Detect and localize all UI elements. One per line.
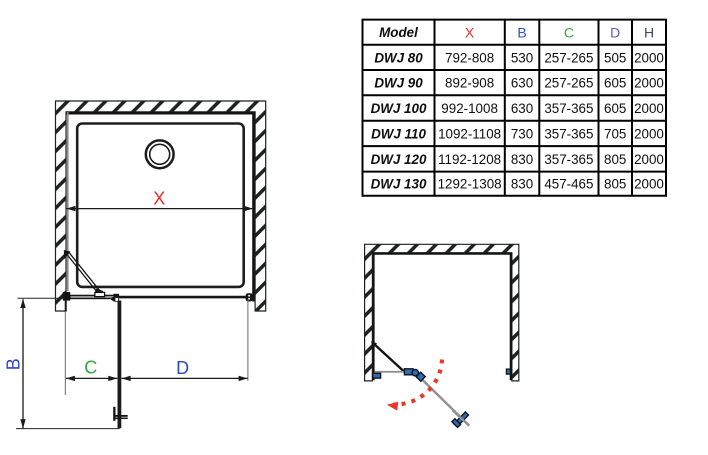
svg-text:805: 805	[604, 152, 626, 167]
svg-text:357-365: 357-365	[544, 152, 593, 167]
svg-text:D: D	[176, 358, 189, 378]
svg-text:DWJ 130: DWJ 130	[371, 177, 427, 192]
svg-text:830: 830	[511, 177, 533, 192]
svg-text:DWJ 100: DWJ 100	[371, 101, 427, 116]
svg-text:2000: 2000	[634, 76, 664, 91]
svg-text:630: 630	[511, 76, 533, 91]
svg-text:H: H	[644, 24, 654, 40]
svg-text:2000: 2000	[634, 50, 664, 65]
svg-text:B: B	[517, 24, 526, 40]
svg-text:830: 830	[511, 152, 533, 167]
svg-text:DWJ 90: DWJ 90	[374, 76, 423, 91]
svg-text:357-365: 357-365	[544, 126, 593, 141]
svg-text:C: C	[84, 358, 97, 378]
svg-text:705: 705	[604, 126, 626, 141]
svg-text:630: 630	[511, 101, 533, 116]
svg-text:2000: 2000	[634, 152, 664, 167]
svg-text:DWJ 110: DWJ 110	[371, 126, 426, 141]
svg-text:DWJ 120: DWJ 120	[371, 152, 427, 167]
svg-text:805: 805	[604, 177, 626, 192]
svg-text:1092-1108: 1092-1108	[438, 126, 501, 141]
svg-text:2000: 2000	[634, 177, 664, 192]
svg-text:457-465: 457-465	[544, 177, 593, 192]
svg-text:X: X	[153, 189, 165, 209]
svg-text:505: 505	[604, 50, 626, 65]
svg-text:892-908: 892-908	[445, 76, 494, 91]
svg-text:B: B	[4, 358, 24, 370]
svg-text:730: 730	[511, 126, 533, 141]
svg-text:X: X	[465, 24, 475, 40]
svg-text:2000: 2000	[634, 101, 664, 116]
svg-text:530: 530	[511, 50, 533, 65]
svg-text:605: 605	[604, 101, 626, 116]
svg-text:Model: Model	[379, 25, 418, 40]
svg-text:992-1008: 992-1008	[441, 101, 498, 116]
svg-text:1192-1208: 1192-1208	[438, 152, 501, 167]
svg-text:257-265: 257-265	[544, 50, 593, 65]
svg-text:792-808: 792-808	[445, 50, 494, 65]
svg-text:2000: 2000	[634, 126, 664, 141]
svg-text:DWJ 80: DWJ 80	[374, 50, 423, 65]
svg-text:C: C	[564, 24, 574, 40]
svg-text:357-365: 357-365	[544, 101, 593, 116]
svg-text:D: D	[610, 24, 620, 40]
svg-text:257-265: 257-265	[544, 76, 593, 91]
svg-text:1292-1308: 1292-1308	[438, 177, 502, 192]
svg-text:605: 605	[604, 76, 626, 91]
